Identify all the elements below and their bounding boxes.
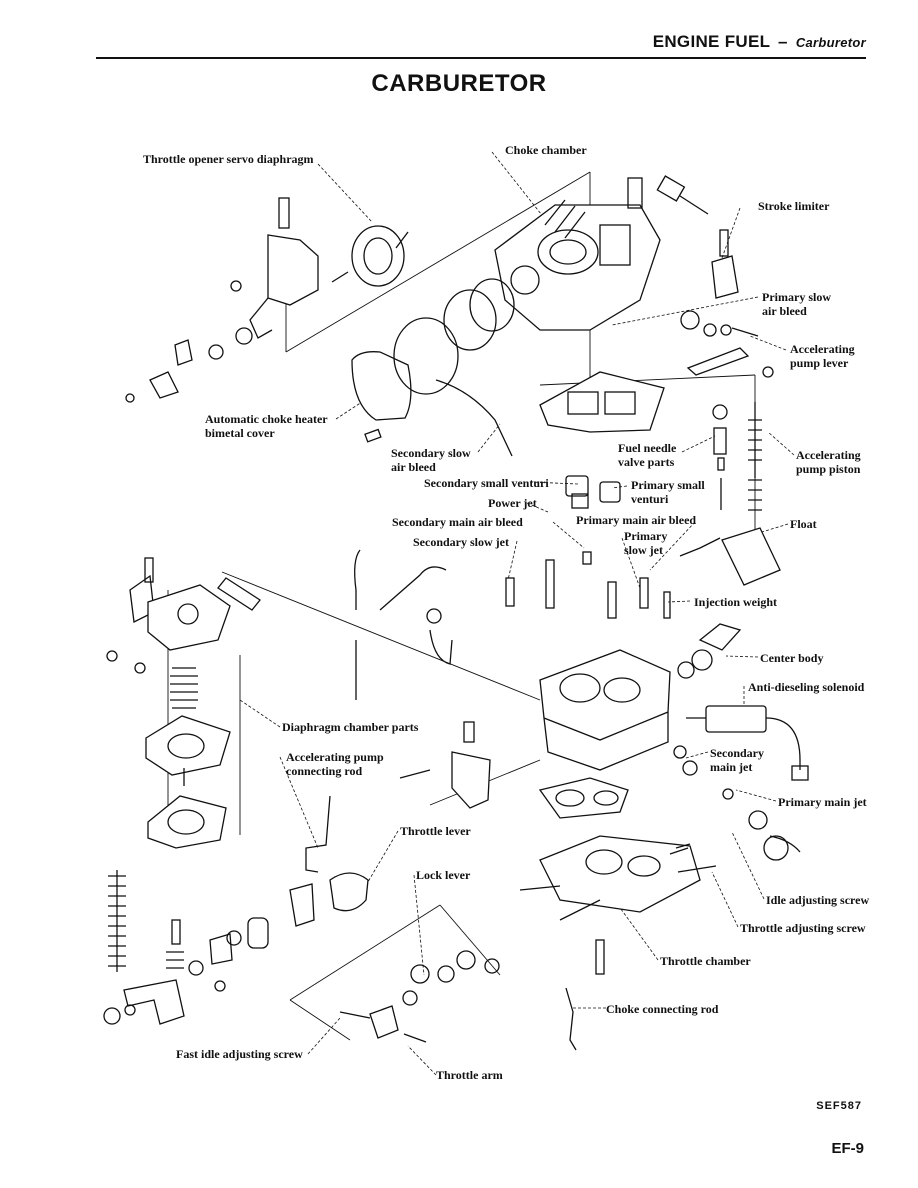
servo-diaphragm-part: [331, 225, 409, 287]
label-primary-slow-air-bleed-1: Primary slow: [762, 290, 831, 304]
label-anti-dieseling-solenoid: Anti-dieseling solenoid: [748, 680, 865, 694]
label-primary-slow-jet-2: slow jet: [624, 543, 663, 557]
label-accelerating-pump-lever-1: Accelerating: [790, 342, 855, 356]
throttle-arm-part: [339, 950, 500, 1043]
diaphragm-chamber-part: [106, 557, 261, 849]
choke-chamber-part: [494, 175, 709, 331]
label-float: Float: [790, 517, 817, 531]
label-primary-main-air-bleed: Primary main air bleed: [576, 513, 697, 527]
label-accelerating-pump-connecting-rod-2: connecting rod: [286, 764, 363, 778]
jets-part: [505, 551, 671, 619]
label-throttle-chamber: Throttle chamber: [660, 954, 751, 968]
center-body-part: [539, 623, 742, 771]
page-header: ENGINE FUEL – Carburetor: [96, 32, 866, 52]
label-center-body: Center body: [760, 651, 824, 665]
header-dash: –: [778, 32, 788, 51]
label-idle-adjusting-screw: Idle adjusting screw: [766, 893, 870, 907]
anti-dieseling-solenoid-part: [686, 705, 809, 781]
choke-heater-cover-part: [351, 278, 515, 457]
label-primary-main-jet: Primary main jet: [778, 795, 867, 809]
throttle-lever-part: [226, 872, 369, 949]
label-accelerating-pump-lever-2: pump lever: [790, 356, 849, 370]
label-accelerating-pump-piston-2: pump piston: [796, 462, 861, 476]
label-throttle-lever: Throttle lever: [400, 824, 471, 838]
pump-connecting-rod-part: [305, 721, 491, 873]
label-throttle-arm: Throttle arm: [436, 1068, 503, 1082]
venturi-parts: [565, 475, 621, 509]
page-title: CARBURETOR: [371, 70, 547, 97]
pump-piston-part: [712, 402, 762, 511]
label-fuel-needle-valve-parts-1: Fuel needle: [618, 441, 677, 455]
stroke-limiter-part: [680, 229, 774, 378]
label-lock-lever: Lock lever: [416, 868, 471, 882]
label-primary-small-venturi-2: venturi: [631, 492, 669, 506]
label-secondary-main-air-bleed: Secondary main air bleed: [392, 515, 523, 529]
subsection-title: Carburetor: [795, 35, 866, 50]
label-secondary-slow-jet: Secondary slow jet: [413, 535, 509, 549]
figure-id: SEF587: [816, 1100, 862, 1112]
label-accelerating-pump-connecting-rod-1: Accelerating pump: [286, 750, 384, 764]
servo-bracket-part: [125, 197, 319, 403]
hose-parts: [354, 549, 453, 700]
label-secondary-small-venturi: Secondary small venturi: [424, 476, 549, 490]
label-secondary-slow-air-bleed-1: Secondary slow: [391, 446, 471, 460]
header-rule: [96, 57, 866, 59]
float-part: [679, 527, 781, 586]
throttle-chamber-part: [519, 777, 717, 921]
label-choke-connecting-rod: Choke connecting rod: [606, 1002, 719, 1016]
label-diaphragm-chamber-parts: Diaphragm chamber parts: [282, 720, 419, 734]
label-choke-chamber: Choke chamber: [505, 143, 587, 157]
guide-lines: [167, 171, 756, 1041]
choke-connecting-rod-part: [565, 939, 605, 1051]
return-spring-part: [103, 870, 233, 1025]
label-secondary-main-jet-2: main jet: [710, 760, 753, 774]
label-throttle-adjusting-screw: Throttle adjusting screw: [740, 921, 866, 935]
label-accelerating-pump-piston-1: Accelerating: [796, 448, 861, 462]
label-automatic-choke-heater-2: bimetal cover: [205, 426, 275, 440]
label-primary-slow-air-bleed-2: air bleed: [762, 304, 807, 318]
label-stroke-limiter: Stroke limiter: [758, 199, 830, 213]
label-secondary-slow-air-bleed-2: air bleed: [391, 460, 436, 474]
main-jets-part: [673, 745, 801, 861]
label-primary-small-venturi-1: Primary small: [631, 478, 705, 492]
label-throttle-opener-servo-diaphragm: Throttle opener servo diaphragm: [143, 152, 314, 166]
label-primary-slow-jet-1: Primary: [624, 529, 668, 543]
label-automatic-choke-heater-1: Automatic choke heater: [205, 412, 328, 426]
label-fast-idle-adjusting-screw: Fast idle adjusting screw: [176, 1047, 303, 1061]
gasket-part: [539, 371, 665, 433]
page-number: EF-9: [831, 1140, 864, 1157]
label-secondary-main-jet-1: Secondary: [710, 746, 764, 760]
label-injection-weight: Injection weight: [694, 595, 777, 609]
section-title: ENGINE FUEL: [652, 32, 770, 51]
label-fuel-needle-valve-parts-2: valve parts: [618, 455, 675, 469]
label-power-jet: Power jet: [488, 496, 537, 510]
